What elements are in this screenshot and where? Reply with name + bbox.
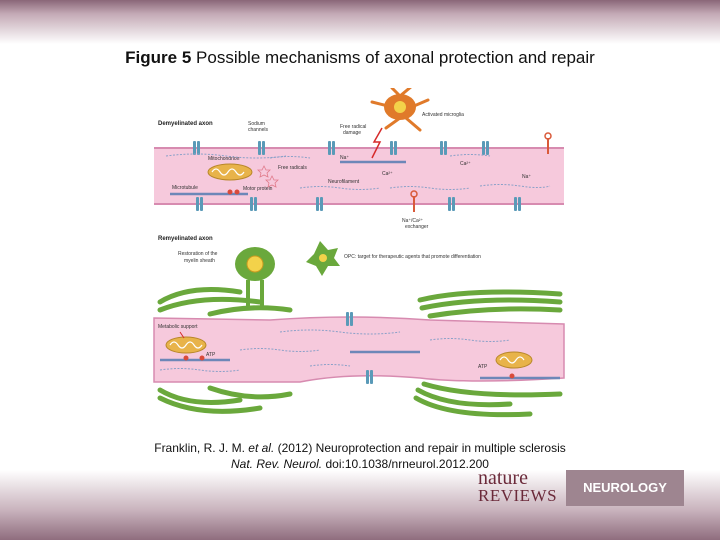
opc-icon <box>306 241 340 276</box>
microtubule-label: Microtubule <box>172 185 198 191</box>
restoration-label-2: myelin sheath <box>184 258 215 264</box>
microglia-icon <box>370 88 430 132</box>
lightning-icon <box>371 127 383 159</box>
figure-title-text: Possible mechanisms of axonal protection… <box>196 48 595 67</box>
free-radicals-label: Free radicals <box>278 165 307 171</box>
oligodendrocyte-icon <box>235 247 275 306</box>
citation-doi: doi:10.1038/nrneurol.2012.200 <box>325 457 489 471</box>
ca-label-1: Ca²⁺ <box>382 171 393 177</box>
sodium-channels-label-2: channels <box>248 127 269 133</box>
free-radical-damage-label-2: damage <box>343 130 361 136</box>
neurofilament-label: Neurofilament <box>328 179 360 185</box>
motor-protein-label: Motor protein <box>243 186 273 192</box>
microtubule-lines <box>170 160 406 196</box>
exchanger-label: Na⁺/Ca²⁺ <box>402 218 423 224</box>
citation-journal: Nat. Rev. Neurol. <box>231 457 323 471</box>
myelin-sheath <box>157 287 563 418</box>
neurofilament-bottom-lines <box>159 329 511 372</box>
sodium-channels-label: Sodium <box>248 121 265 127</box>
free-radicals-icon <box>257 165 279 188</box>
citation: Franklin, R. J. M. et al. (2012) Neuropr… <box>0 440 720 472</box>
figure-number: Figure 5 <box>125 48 192 67</box>
logo-neurology: NEUROLOGY <box>566 470 684 506</box>
logo-reviews: REVIEWS <box>478 486 558 505</box>
remyelinated-axon <box>153 316 565 383</box>
journal-logo: nature REVIEWS NEUROLOGY <box>478 467 684 506</box>
motor-protein-bottom-icon <box>183 355 515 379</box>
metabolic-support-label: Metabolic support <box>158 324 198 330</box>
mitochondrion-icon <box>207 163 253 181</box>
citation-line-2: Nat. Rev. Neurol. doi:10.1038/nrneurol.2… <box>0 456 720 472</box>
citation-rest: (2012) Neuroprotection and repair in mul… <box>277 441 566 455</box>
atp-label-1: ATP <box>206 352 216 358</box>
na-label-2: Na⁺ <box>522 174 531 180</box>
axon-diagram: Demyelinated axon Sodium channels Activa… <box>153 88 565 418</box>
restoration-label: Restoration of the <box>178 251 218 257</box>
arrow-icon <box>179 331 185 339</box>
microglia-label: Activated microglia <box>422 112 464 118</box>
microtubule-bottom-lines <box>160 350 560 380</box>
atp-label-2: ATP <box>478 364 488 370</box>
ca-label-2: Ca²⁺ <box>460 161 471 167</box>
citation-author: Franklin, R. J. M. <box>154 441 245 455</box>
opc-label: OPC: target for therapeutic agents that … <box>344 254 481 260</box>
free-radical-damage-label: Free radical <box>340 124 366 130</box>
neurofilament-lines <box>165 153 551 190</box>
mitochondrion-label: Mitochondrion <box>208 156 240 162</box>
citation-etal: et al. <box>248 441 275 455</box>
mitochondrion-bottom-icon <box>165 336 533 369</box>
figure-title: Figure 5 Possible mechanisms of axonal p… <box>0 48 720 68</box>
motor-protein-icon <box>227 189 240 195</box>
demyelinated-label: Demyelinated axon <box>158 121 213 127</box>
sodium-channel-icon <box>193 141 521 211</box>
exchanger-label-2: exchanger <box>405 224 429 230</box>
logo-nature: nature <box>478 467 528 489</box>
nature-reviews-wordmark: nature REVIEWS <box>478 467 564 506</box>
remyelinated-label: Remyelinated axon <box>158 236 213 242</box>
sodium-channel-bottom-icon <box>346 312 373 384</box>
exchanger-icon <box>410 132 552 212</box>
na-label-1: Na⁺ <box>340 155 349 161</box>
